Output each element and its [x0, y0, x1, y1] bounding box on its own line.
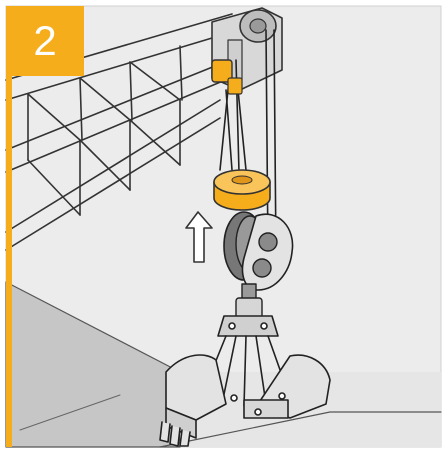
arrow-up-icon [185, 211, 213, 263]
lattice-boom [5, 13, 233, 251]
upper-clamp [211, 59, 243, 95]
counterweight-ring [213, 169, 271, 211]
step-number-badge: 2 [6, 6, 84, 76]
hook-block [223, 211, 294, 291]
deck-front-edge [19, 394, 121, 431]
clamshell-grab [159, 315, 331, 447]
deck-edge-line [159, 411, 442, 448]
accent-edge-bar [6, 76, 12, 447]
